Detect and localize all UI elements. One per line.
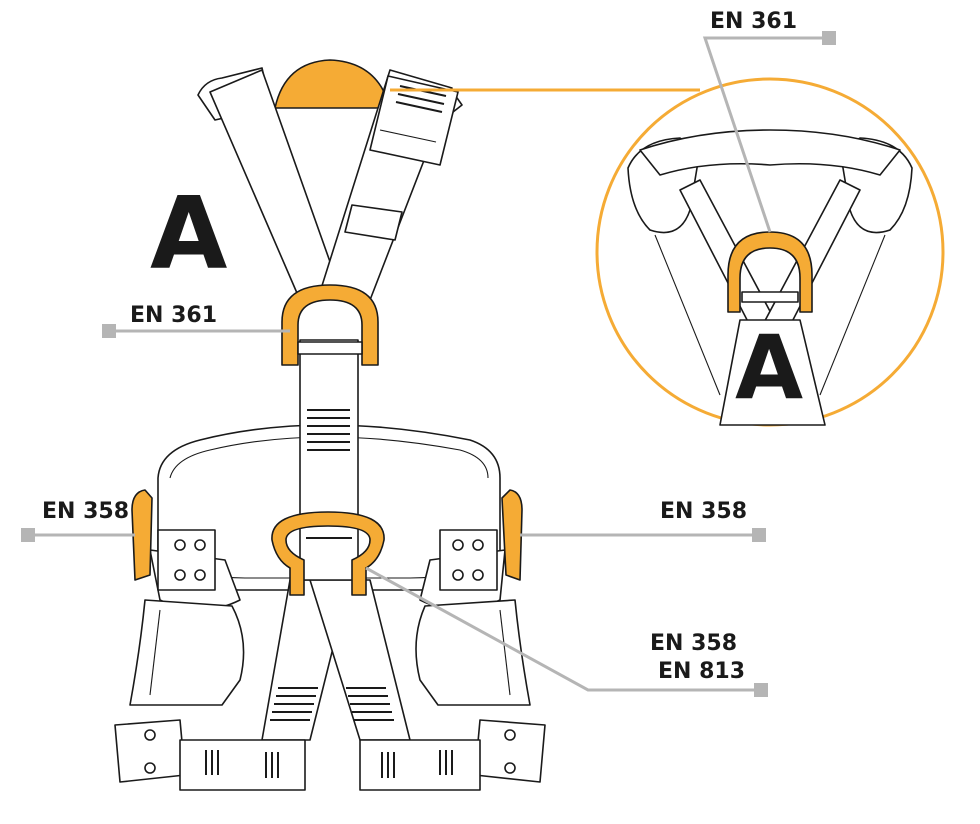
detail-circle <box>595 77 945 427</box>
dorsal-pad <box>274 59 391 109</box>
label-ventral-line1: EN 358 <box>650 631 737 656</box>
sternal-stitches <box>307 409 350 451</box>
leg-strap-stitches <box>270 687 394 721</box>
right-waist-buckle <box>439 529 498 591</box>
label-right-side: EN 358 <box>660 499 747 524</box>
label-detail-top: EN 361 <box>710 9 797 34</box>
dorsal-d-ring <box>727 231 813 313</box>
sternal-d-ring <box>281 284 379 366</box>
ventral-d-ring <box>271 511 385 596</box>
label-ventral-line2: EN 813 <box>658 659 745 684</box>
left-side-d-ring <box>131 489 153 581</box>
leg-loop-right <box>415 599 531 706</box>
shoulder-buckle <box>369 75 459 166</box>
left-waist-buckle <box>157 529 216 591</box>
leg-buckle-stitches <box>205 750 453 778</box>
marker-detail: A <box>735 316 803 419</box>
marker-main: A <box>150 175 227 292</box>
label-left-side: EN 358 <box>42 499 129 524</box>
harness-front <box>114 59 546 791</box>
leg-loop-left <box>129 599 245 706</box>
sternal-strap <box>299 339 359 581</box>
label-front-attachment: EN 361 <box>130 303 217 328</box>
leader-lines <box>21 31 836 697</box>
right-side-d-ring <box>501 489 523 581</box>
